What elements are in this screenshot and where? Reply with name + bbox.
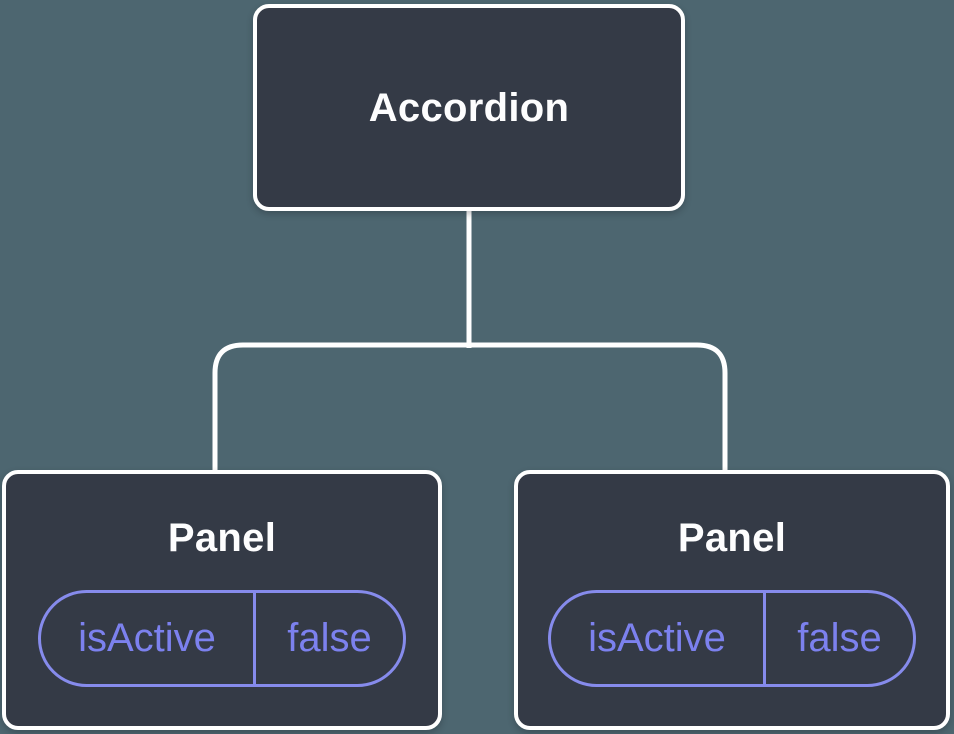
component-node-panel-1: Panel isActive false <box>2 470 442 730</box>
state-pill: isActive false <box>548 590 916 687</box>
state-key: isActive <box>78 616 216 660</box>
component-node-panel-2: Panel isActive false <box>514 470 950 730</box>
connector-branch <box>212 342 728 472</box>
component-node-accordion: Accordion <box>253 4 685 211</box>
node-label: Panel <box>167 516 277 560</box>
state-key: isActive <box>588 616 726 660</box>
state-value: false <box>253 593 403 684</box>
state-pill: isActive false <box>38 590 406 687</box>
node-label: Accordion <box>368 85 570 130</box>
state-value: false <box>763 593 913 684</box>
node-label: Panel <box>677 516 787 560</box>
